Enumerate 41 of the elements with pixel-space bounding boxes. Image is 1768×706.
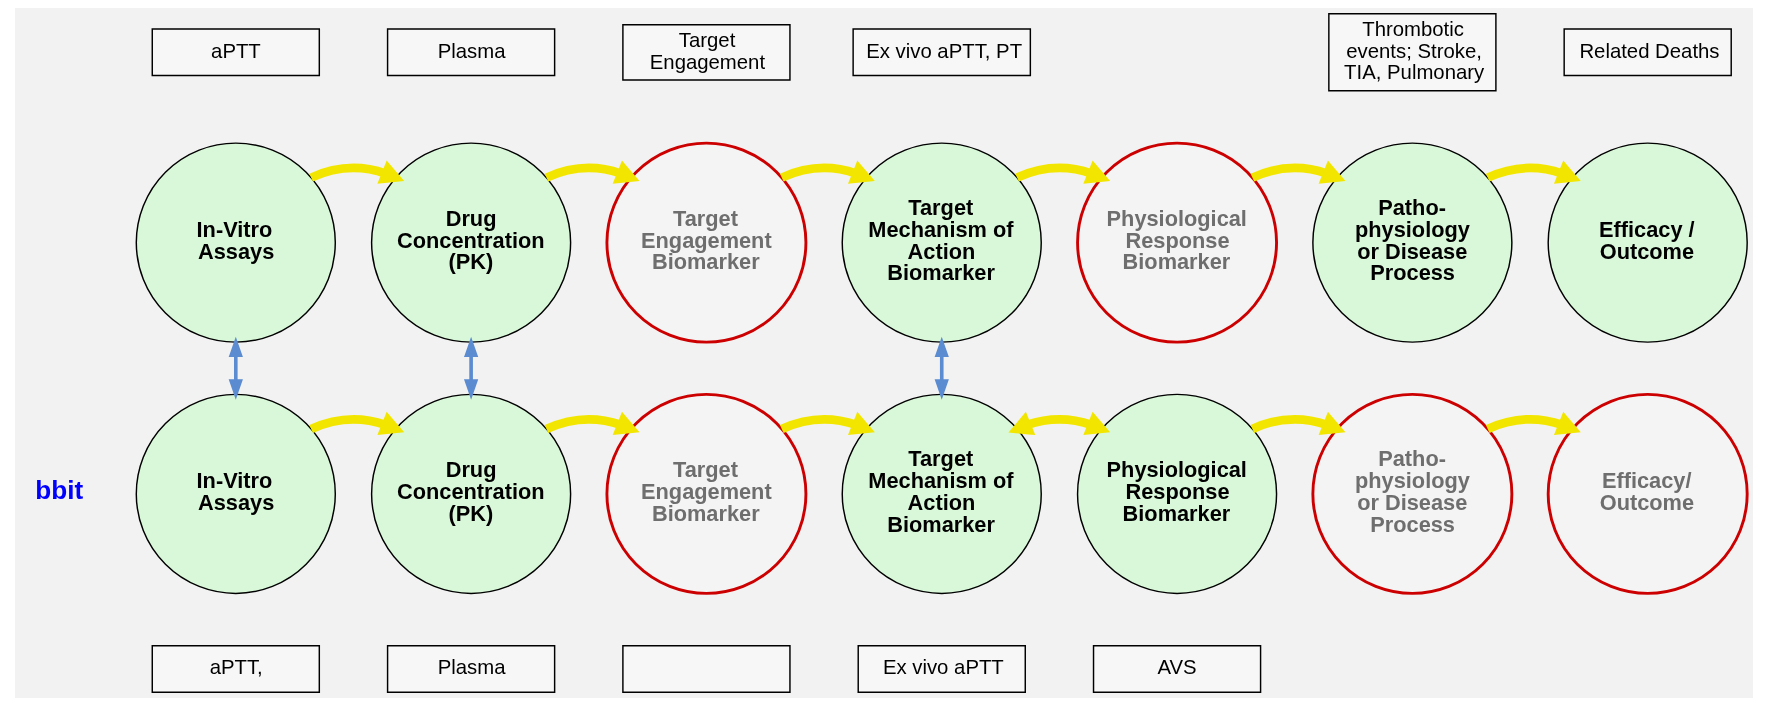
arrow — [780, 160, 875, 184]
node-box: Plasma — [386, 644, 556, 693]
label: bbit — [35, 474, 84, 505]
arrow — [1250, 160, 1346, 184]
node-circle: Target Mechanism of Action Biomarker — [841, 393, 1042, 595]
node-circle: Efficacy / Outcome — [1547, 142, 1748, 343]
arrow — [1486, 160, 1581, 184]
arrow — [934, 336, 949, 400]
node-circle: Physiological Response Biomarker — [1076, 141, 1278, 344]
node-box: Thrombotic events; Stroke, TIA, Pulmonary — [1328, 13, 1497, 92]
arrow — [1015, 160, 1111, 184]
node-circle: Patho- physiology or Disease Process — [1312, 142, 1513, 343]
arrow — [780, 411, 875, 436]
node-box — [622, 644, 791, 693]
node-circle: Patho- physiology or Disease Process — [1311, 392, 1514, 595]
arrow — [544, 160, 640, 184]
node-circle: Target Mechanism of Action Biomarker — [841, 142, 1042, 343]
node-box: AVS — [1092, 644, 1262, 693]
node-circle: In-Vitro Assays — [135, 393, 336, 595]
node-box: Related Deaths — [1563, 28, 1732, 77]
arrow — [1486, 411, 1581, 436]
node-box: Target Engagement — [622, 24, 791, 81]
node-box: Ex vivo aPTT — [857, 644, 1026, 693]
node-box: Ex vivo aPTT, PT — [852, 28, 1032, 77]
node-box: aPTT — [151, 28, 321, 77]
arrow — [1250, 411, 1346, 436]
arrow — [309, 160, 405, 184]
node-circle: Drug Concentration (PK) — [370, 142, 572, 343]
arrow — [463, 336, 479, 400]
node-circle: In-Vitro Assays — [135, 142, 336, 343]
arrow — [544, 411, 640, 436]
node-circle: Efficacy/ Outcome — [1546, 392, 1749, 595]
node-circle: Target Engagement Biomarker — [605, 141, 808, 344]
node-circle: Target Engagement Biomarker — [605, 392, 808, 595]
node-circle: Physiological Response Biomarker — [1076, 393, 1278, 595]
arrow — [1008, 411, 1111, 436]
node-circle: Drug Concentration (PK) — [370, 393, 572, 595]
node-box: Plasma — [386, 28, 556, 77]
arrow — [228, 336, 243, 400]
node-box: aPTT, — [151, 644, 321, 693]
arrow — [309, 411, 405, 436]
